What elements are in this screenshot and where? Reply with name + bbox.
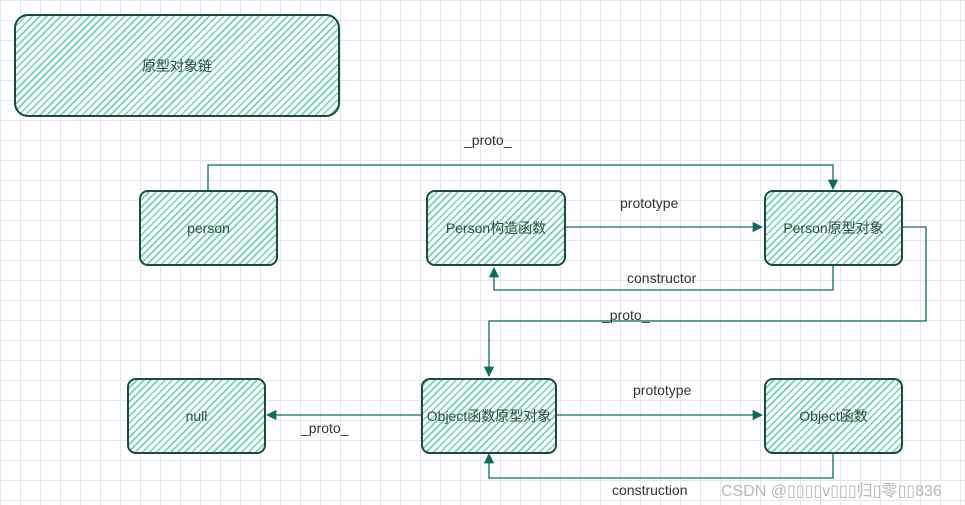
label-prototype-2: prototype (633, 382, 692, 398)
label-proto-mid: _proto_ (602, 307, 650, 323)
label-proto-null: _proto_ (301, 420, 349, 436)
node-person-constructor[interactable]: Person构造函数 (426, 190, 566, 266)
node-null[interactable]: null (127, 378, 266, 454)
node-person-constructor-label: Person构造函数 (445, 220, 547, 236)
node-object-prototype-label: Object函数原型对象 (426, 408, 552, 424)
node-null-label: null (185, 408, 208, 424)
watermark: CSDN @▯▯▯▯v▯▯▯归▯零▯▯836 (721, 483, 942, 500)
node-title[interactable]: 原型对象链 (14, 14, 340, 117)
edge-object-construction (483, 452, 834, 479)
node-person[interactable]: person (139, 190, 278, 266)
node-title-label: 原型对象链 (142, 57, 212, 74)
label-prototype-1: prototype (620, 195, 679, 211)
label-constructor: constructor (627, 270, 697, 286)
label-proto-top: _proto_ (464, 132, 512, 148)
node-object-function[interactable]: Object函数 (764, 378, 903, 454)
node-person-prototype[interactable]: Person原型对象 (764, 190, 903, 266)
edge-person-proto (207, 164, 839, 191)
node-person-prototype-label: Person原型对象 (783, 220, 884, 236)
node-object-prototype[interactable]: Object函数原型对象 (421, 378, 557, 454)
node-object-function-label: Object函数 (799, 408, 868, 424)
label-construction: construction (612, 482, 688, 498)
node-person-label: person (187, 220, 230, 236)
